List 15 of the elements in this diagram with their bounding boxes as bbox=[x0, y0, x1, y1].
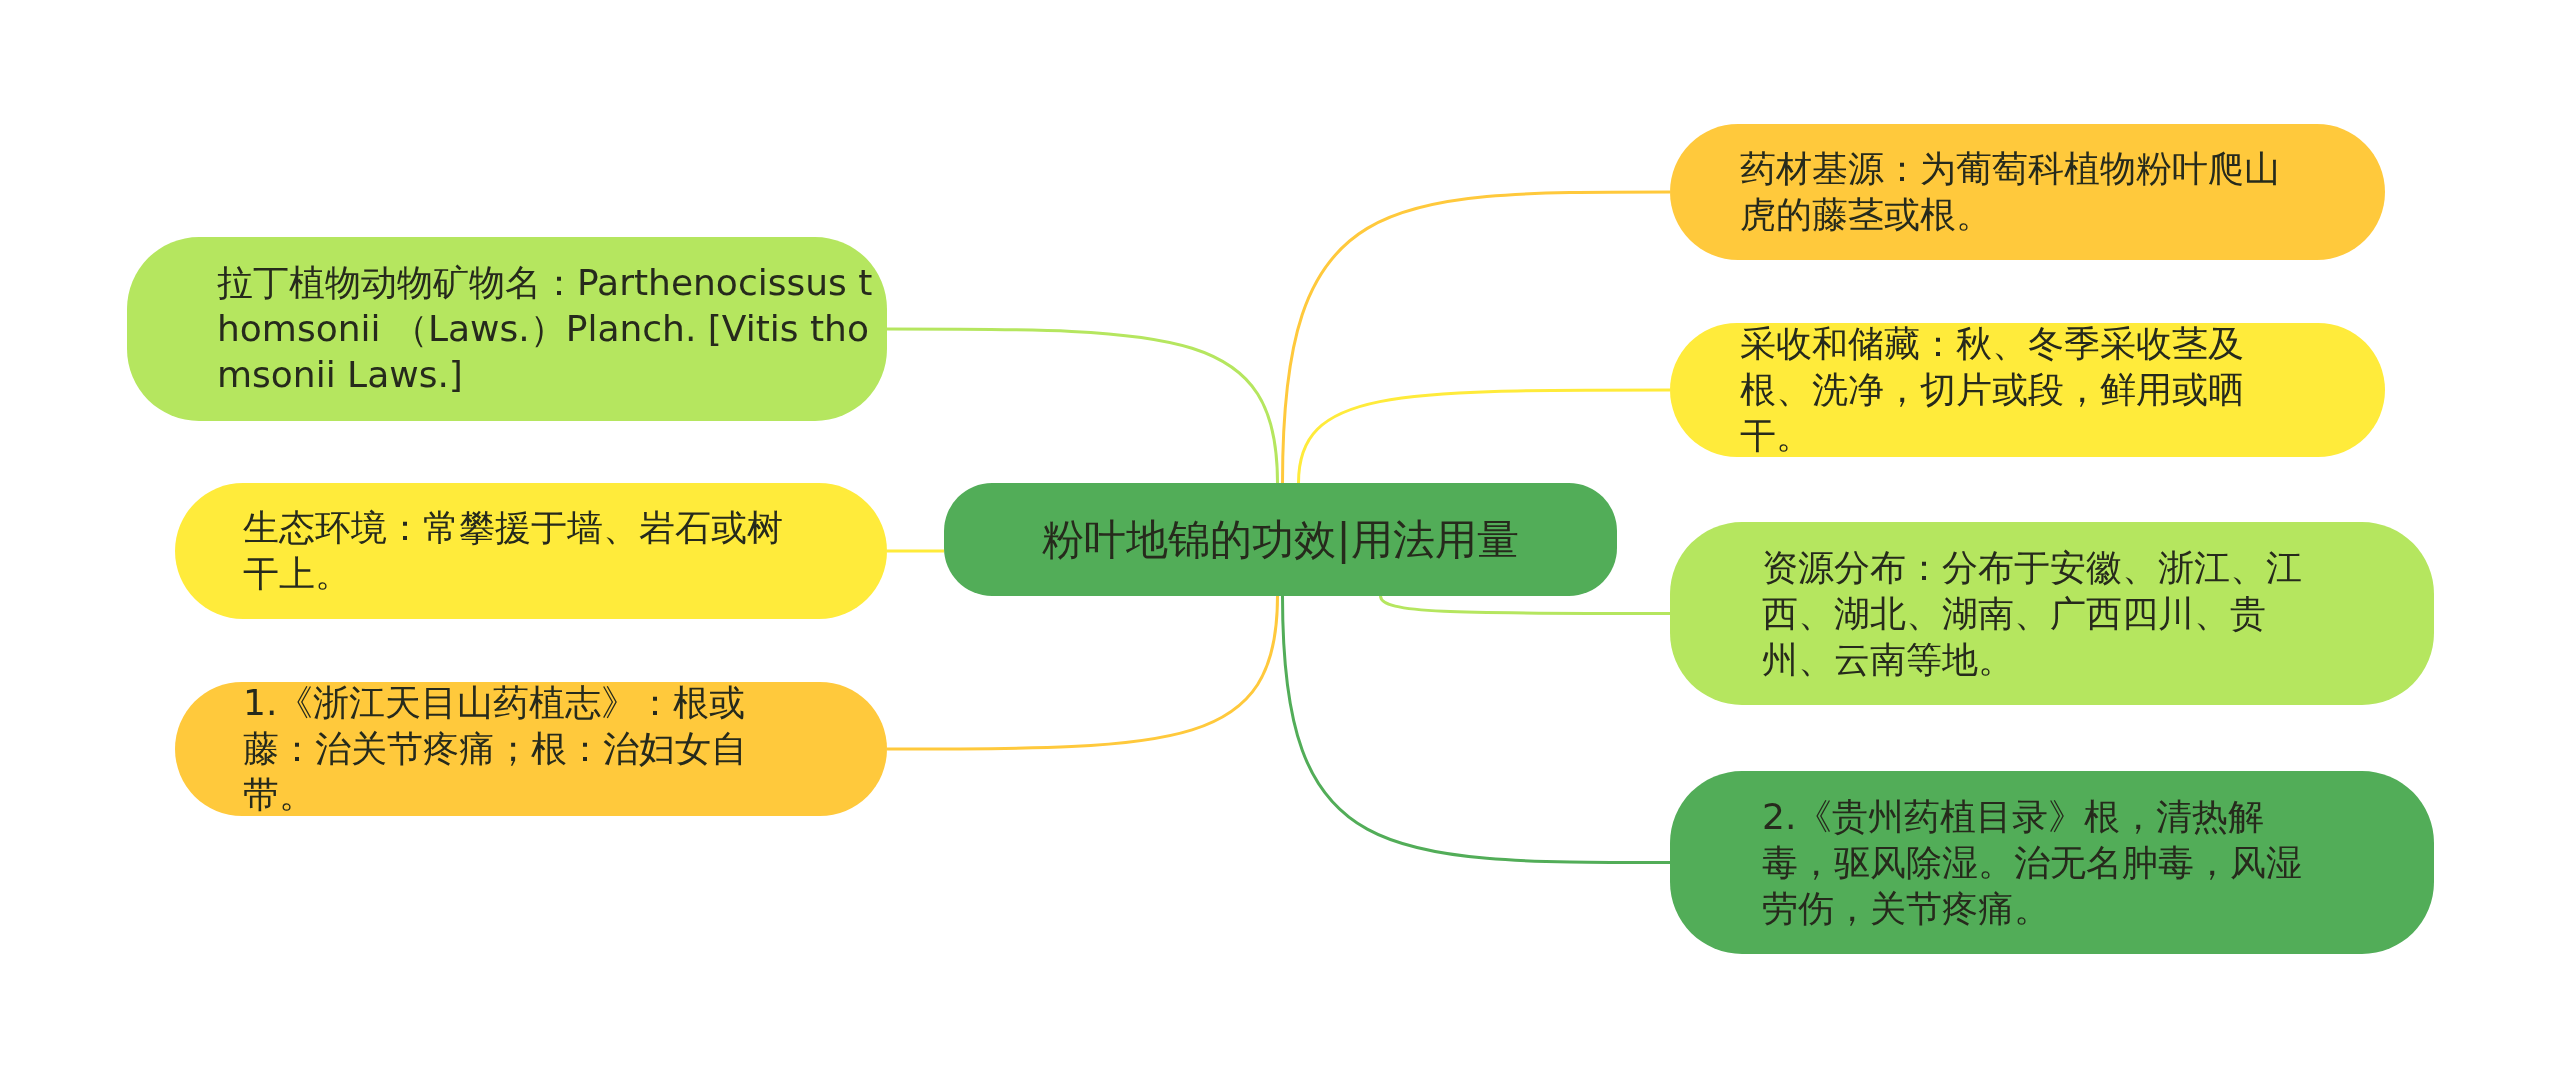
connector-line bbox=[1297, 388, 1670, 484]
topic-text: 生态环境：常攀援于墙、岩石或树干上。 bbox=[243, 506, 784, 596]
topic-text: 2.《贵州药植目录》根，清热解毒，驱风除湿。治无名肿毒，风湿劳伤，关节疼痛。 bbox=[1762, 794, 2303, 931]
connector-line bbox=[1281, 190, 1670, 484]
topic-text: 资源分布：分布于安徽、浙江、江西、湖北、湖南、广西四川、贵州、云南等地。 bbox=[1762, 545, 2303, 682]
connector-line bbox=[887, 595, 1279, 751]
topic-text: 粉叶地锦的功效|用法用量 bbox=[1042, 513, 1519, 566]
connector-line bbox=[1281, 595, 1670, 864]
connector-line bbox=[887, 549, 944, 553]
topic-text: 药材基源：为葡萄科植物粉叶爬山虎的藤茎或根。 bbox=[1740, 147, 2281, 237]
connector-line bbox=[1379, 595, 1670, 615]
topic-text: 采收和储藏：秋、冬季采收茎及根、洗净，切片或段，鲜用或晒干。 bbox=[1740, 322, 2245, 458]
topic-text: 1.《浙江天目山药植志》：根或藤：治关节疼痛；根：治妇女自带。 bbox=[243, 681, 748, 817]
topic-text: 拉丁植物动物矿物名：Parthenocissus thomsonii （Laws.）Planch. [Vitis thomsonii Laws.] bbox=[217, 261, 874, 397]
connector-line bbox=[887, 327, 1279, 484]
